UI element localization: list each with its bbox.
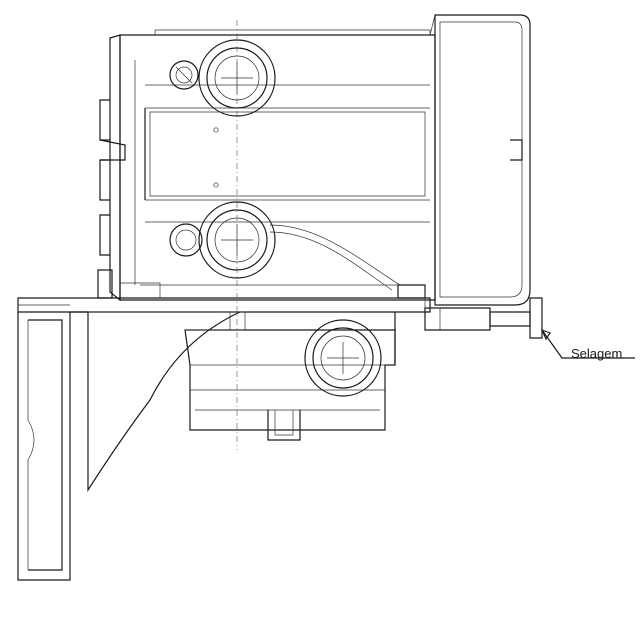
bottom-plug (169, 201, 401, 291)
manifold-plug (304, 319, 382, 397)
callout-label: Selagem (571, 346, 623, 361)
right-cover (429, 14, 531, 306)
top-plug (169, 39, 276, 117)
housing-body (99, 29, 436, 302)
mounting-plate (17, 269, 431, 313)
left-bracket (17, 304, 246, 581)
lower-manifold (184, 312, 396, 441)
sealing-screw (424, 290, 543, 339)
callout-leader (540, 328, 635, 359)
